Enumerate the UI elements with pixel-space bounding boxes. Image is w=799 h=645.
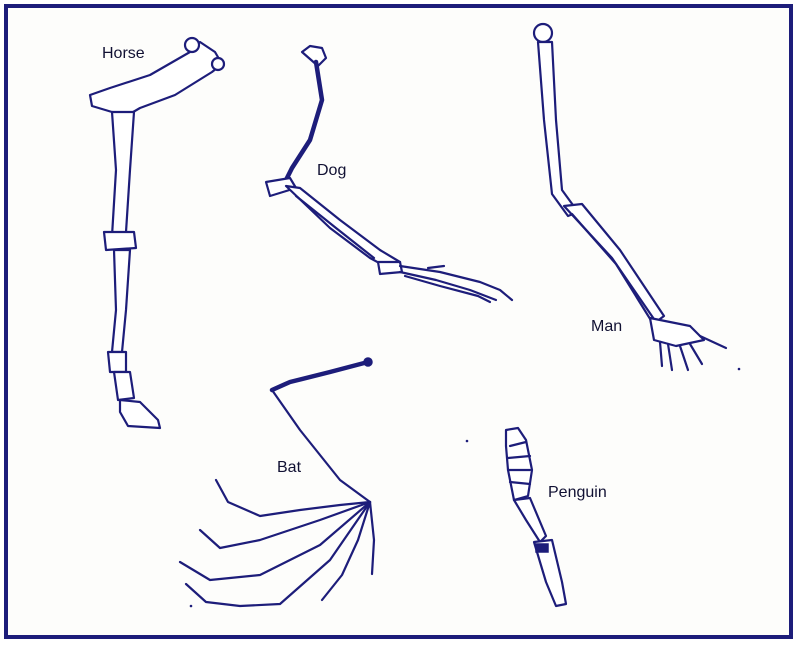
penguin-flipper-skeleton — [506, 428, 566, 606]
label-dog: Dog — [317, 162, 346, 180]
human-arm-skeleton — [534, 24, 726, 370]
label-man: Man — [591, 318, 622, 336]
bat-wing-skeleton — [180, 358, 374, 606]
label-horse: Horse — [102, 45, 145, 63]
speck-dot — [466, 440, 469, 443]
label-penguin: Penguin — [548, 484, 607, 502]
limb-skeletons-drawing — [8, 8, 789, 635]
dog-forelimb-skeleton — [266, 46, 512, 302]
label-bat: Bat — [277, 459, 301, 477]
speck-dot — [738, 368, 741, 371]
horse-forelimb-skeleton — [90, 38, 224, 428]
speck-dot — [190, 605, 193, 608]
forelimb-comparison-figure: Horse Dog Man Bat Penguin — [4, 4, 793, 639]
